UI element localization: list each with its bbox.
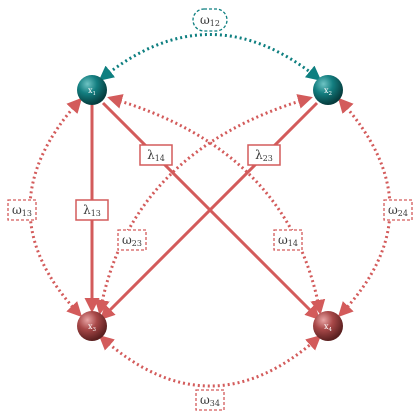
svg-text:ω12: ω12 bbox=[200, 13, 220, 28]
node-x4-symbol: x bbox=[324, 322, 329, 331]
edge-omega24 bbox=[337, 97, 392, 318]
node-x4-sub: 4 bbox=[329, 327, 333, 333]
lambda13-sub: 13 bbox=[91, 209, 101, 218]
omega23-sub: 23 bbox=[132, 239, 142, 248]
omega12-sub: 12 bbox=[210, 19, 220, 28]
lambda14-sub: 14 bbox=[155, 154, 165, 163]
omega14-symbol: ω bbox=[278, 233, 288, 247]
svg-text:ω23: ω23 bbox=[122, 233, 142, 248]
label-lambda13: λ13 bbox=[75, 199, 109, 221]
edge-omega13 bbox=[28, 97, 83, 318]
omega13-symbol: ω bbox=[12, 203, 22, 217]
svg-text:x1: x1 bbox=[88, 86, 96, 97]
label-lambda23: λ23 bbox=[247, 144, 281, 166]
omega13-sub: 13 bbox=[22, 209, 32, 218]
omega24-symbol: ω bbox=[388, 203, 398, 217]
label-omega13: ω13 bbox=[7, 199, 37, 221]
label-omega34: ω34 bbox=[195, 389, 225, 411]
svg-text:x3: x3 bbox=[88, 322, 97, 333]
svg-text:ω24: ω24 bbox=[388, 203, 408, 218]
omega23-symbol: ω bbox=[122, 233, 132, 247]
edge-omega12 bbox=[98, 33, 322, 81]
label-lambda14: λ14 bbox=[139, 144, 173, 166]
omega34-symbol: ω bbox=[200, 393, 210, 407]
omega12-symbol: ω bbox=[200, 13, 210, 27]
node-x2: x2 bbox=[313, 75, 343, 105]
lambda14-symbol: λ bbox=[147, 148, 155, 162]
node-x1: x1 bbox=[77, 75, 107, 105]
label-omega24: ω24 bbox=[383, 199, 413, 221]
label-omega23: ω23 bbox=[117, 229, 147, 251]
node-x2-sub: 2 bbox=[329, 91, 333, 97]
edge-omega34 bbox=[98, 334, 322, 388]
omega24-sub: 24 bbox=[398, 209, 408, 218]
edge-omega14 bbox=[107, 94, 326, 315]
svg-text:λ23: λ23 bbox=[255, 148, 273, 163]
label-omega12: ω12 bbox=[192, 8, 228, 32]
svg-text:ω34: ω34 bbox=[200, 393, 220, 408]
lambda23-symbol: λ bbox=[255, 148, 263, 162]
node-x2-symbol: x bbox=[324, 86, 329, 95]
node-x3-symbol: x bbox=[88, 322, 93, 331]
lambda23-sub: 23 bbox=[263, 154, 273, 163]
svg-text:ω14: ω14 bbox=[278, 233, 298, 248]
omega34-sub: 34 bbox=[210, 399, 220, 408]
node-x1-sub: 1 bbox=[93, 91, 97, 97]
svg-text:λ13: λ13 bbox=[83, 203, 101, 218]
omega14-sub: 14 bbox=[288, 239, 298, 248]
label-omega14: ω14 bbox=[273, 229, 303, 251]
svg-text:ω13: ω13 bbox=[12, 203, 32, 218]
node-x3-sub: 3 bbox=[93, 327, 97, 333]
lambda13-symbol: λ bbox=[83, 203, 91, 217]
node-x1-symbol: x bbox=[88, 86, 93, 95]
node-x3: x3 bbox=[77, 311, 107, 341]
svg-text:x2: x2 bbox=[324, 86, 332, 97]
node-x4: x4 bbox=[313, 311, 343, 341]
edge-lambda23 bbox=[99, 101, 319, 321]
svg-text:x4: x4 bbox=[324, 322, 333, 333]
svg-text:λ14: λ14 bbox=[147, 148, 165, 163]
